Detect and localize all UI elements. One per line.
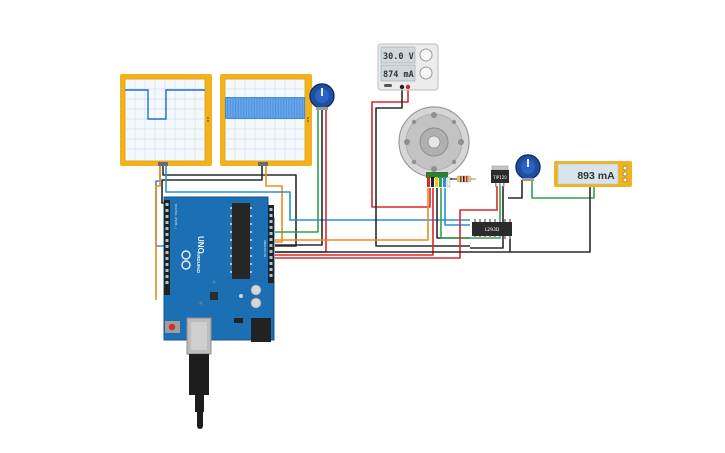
resistor[interactable]: [452, 175, 476, 183]
wire-black-scope1[interactable]: [162, 166, 297, 247]
potentiometer-1[interactable]: [309, 83, 335, 110]
psu-terminal-negative[interactable]: [399, 84, 405, 90]
wire-blue-scope2[interactable]: [165, 166, 470, 221]
psu-voltage-knob[interactable]: [419, 48, 433, 62]
dc-motor-encoder[interactable]: [398, 106, 470, 188]
psu-voltage-readout: 30.0 V: [383, 52, 414, 62]
wire-black-pot1[interactable]: [275, 108, 323, 246]
arduino-brand: ARDUINO: [196, 252, 201, 273]
multimeter[interactable]: 893 mA: [554, 161, 632, 187]
wire-black-tip120[interactable]: [470, 186, 504, 249]
arduino-power-jack[interactable]: [251, 318, 271, 342]
psu-terminal-positive[interactable]: [405, 84, 411, 90]
tip120-transistor[interactable]: TIP120: [491, 165, 509, 187]
wire-red-motor[interactable]: [275, 188, 434, 256]
wire-orange-motor[interactable]: [275, 188, 429, 241]
wire-green-motor[interactable]: [440, 184, 501, 239]
arduino-analog-label: ANALOG IN: [263, 240, 267, 257]
power-supply[interactable]: 30.0 V 874 mA: [377, 43, 439, 91]
tip120-label: TIP120: [492, 175, 507, 180]
wire-red-psu[interactable]: [371, 88, 431, 208]
wire-orange-scope1[interactable]: [155, 166, 161, 300]
psu-current-knob[interactable]: [419, 66, 433, 80]
wire-black-hbridge[interactable]: [275, 238, 511, 253]
multimeter-probe-2[interactable]: [622, 171, 628, 177]
arduino-reset-button[interactable]: [168, 323, 176, 331]
oscilloscope-2[interactable]: [220, 74, 312, 166]
arduino-microcontroller: [232, 203, 250, 279]
motor-encoder-pins[interactable]: [427, 176, 451, 188]
wire-blue-motor[interactable]: [444, 188, 470, 226]
wire-orange-scope2[interactable]: [265, 166, 283, 243]
usb-cable[interactable]: [189, 354, 209, 412]
arduino-digital-label: DIGITAL (PWM~): [174, 204, 178, 229]
wire-red-tip120[interactable]: [275, 186, 498, 259]
scope1-trace: [125, 89, 205, 120]
scope2-probe-connector[interactable]: [258, 162, 268, 166]
potentiometer-2[interactable]: [515, 154, 541, 181]
wire-black-motor[interactable]: [436, 188, 470, 239]
oscilloscope-1[interactable]: [120, 74, 212, 166]
wires: [155, 88, 595, 300]
psu-power-switch[interactable]: [384, 84, 392, 87]
arduino-board-label: UNO: [196, 236, 205, 254]
scope1-probe-connector[interactable]: [158, 162, 168, 166]
wire-black-psu[interactable]: [375, 88, 470, 247]
capacitor-2: [250, 297, 262, 309]
capacitor-1: [250, 284, 262, 296]
l293d-label: L293D: [485, 227, 500, 233]
wire-black-pot2[interactable]: [508, 180, 523, 199]
multimeter-reading: 893 mA: [577, 170, 615, 182]
wire-green-pot1[interactable]: [275, 108, 319, 233]
multimeter-probe-3[interactable]: [622, 177, 628, 183]
wire-green-pot2[interactable]: [531, 180, 595, 199]
scope1-grid: [125, 79, 205, 161]
l293d-chip[interactable]: L293D: [472, 219, 512, 239]
psu-current-readout: 874 mA: [383, 70, 414, 80]
arduino-logo-icon: [181, 250, 191, 270]
wire-black-multimeter[interactable]: [510, 186, 591, 253]
multimeter-probe-1[interactable]: [622, 165, 628, 171]
scope2-trace: [225, 98, 305, 118]
arduino-uno[interactable]: UNO ARDUINO DIGITAL (PWM~) ANALOG IN: [163, 196, 275, 429]
